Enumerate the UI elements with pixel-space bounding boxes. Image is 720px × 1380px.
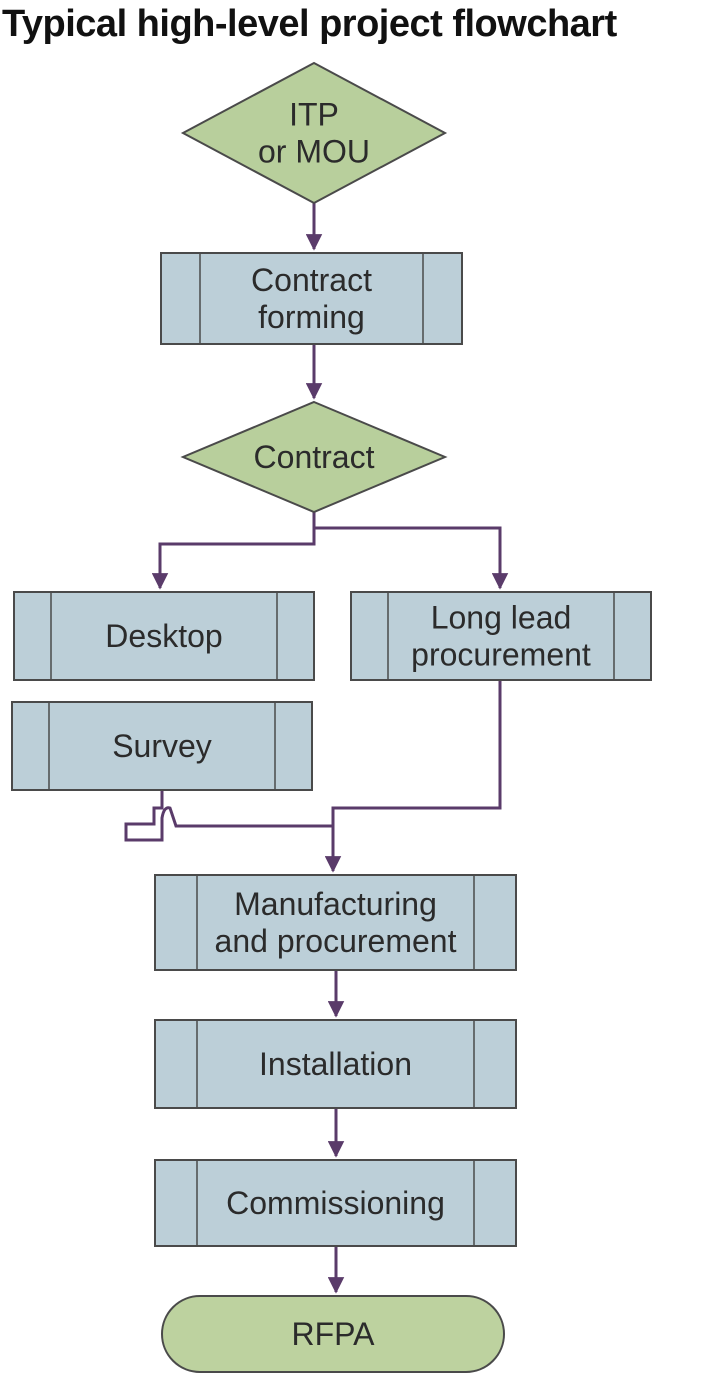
node-label: Installation [259,1046,412,1082]
edge-contract-to-desktop [151,512,316,590]
node-label: Contract [251,262,372,298]
node-label: Contract [254,439,375,475]
node-label: or MOU [258,134,370,170]
node-label: forming [258,299,365,335]
process-shape [154,1019,517,1109]
node-rfpa: RFPA [161,1295,505,1373]
process-shape [350,591,652,681]
node-label: Desktop [105,618,222,654]
process-shape [13,591,315,681]
edge-contract-to-long-lead [312,512,509,590]
edge-survey-to-manufacturing [124,790,333,842]
decision-shape [180,400,448,514]
process-shape [11,701,313,791]
node-installation: Installation [154,1019,517,1109]
decision-shape [180,61,448,205]
node-label: and procurement [215,923,457,959]
node-survey: Survey [11,701,313,791]
node-label: Survey [112,728,212,764]
node-commissioning: Commissioning [154,1159,517,1247]
process-shape [154,874,517,971]
node-label: Manufacturing [234,886,437,922]
node-label: Long lead [431,600,572,636]
node-label: RFPA [292,1316,376,1352]
node-label: Commissioning [226,1185,445,1221]
connectors [124,203,509,1294]
process-shape [160,252,463,345]
node-contract: Contract [180,400,448,514]
node-label: ITP [289,97,339,133]
diagram-title: Typical high-level project flowchart [2,3,617,45]
edge-long-lead-to-manufacturing [324,680,502,873]
terminal-shape [161,1295,505,1373]
node-label: procurement [411,637,591,673]
node-desktop: Desktop [13,591,315,681]
process-shape [154,1159,517,1247]
